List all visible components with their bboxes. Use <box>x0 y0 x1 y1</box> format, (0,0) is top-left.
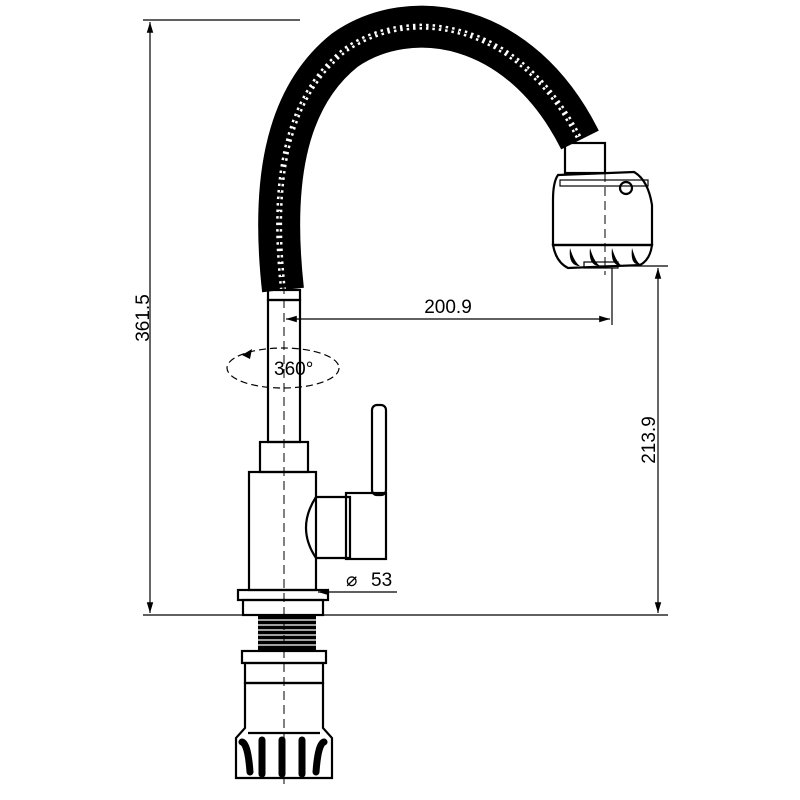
faucet-body <box>247 403 388 592</box>
diameter-symbol: ⌀ <box>346 570 357 591</box>
base-plate <box>236 588 330 617</box>
base-diameter-label: 53 <box>371 570 392 591</box>
reach-label: 200.9 <box>424 297 472 318</box>
flexible-spout <box>258 5 599 293</box>
sprayer-head <box>551 141 654 275</box>
spout-height-label: 213.9 <box>639 416 660 464</box>
extension-lines <box>143 19 668 616</box>
total-height-label: 361.5 <box>133 294 154 342</box>
rotation-label: 360° <box>274 359 313 380</box>
rotation-indicator <box>226 347 340 389</box>
